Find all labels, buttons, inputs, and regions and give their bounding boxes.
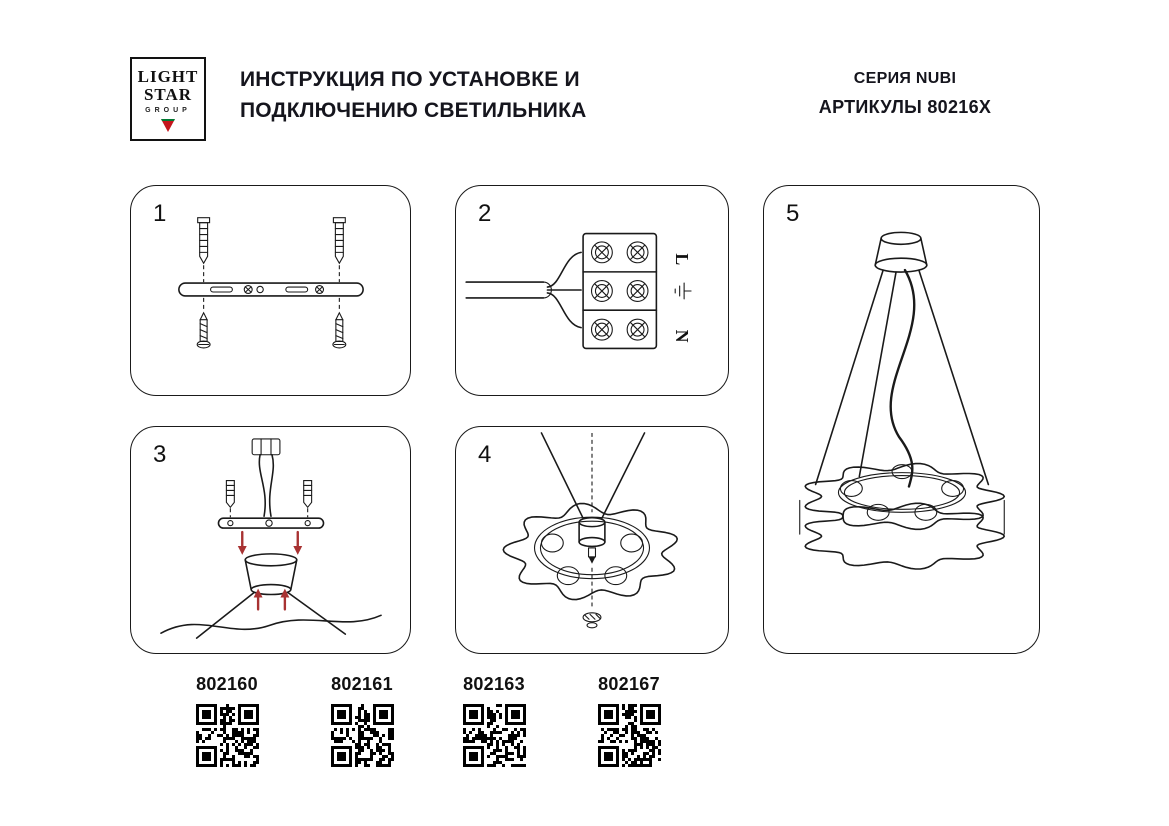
shade-contour-icon [160,614,382,634]
terminal-block-icon [582,232,658,350]
socket-hole-icon [556,566,580,586]
fixing-screw-icon [587,547,597,564]
socket-hole-icon [914,503,938,521]
qr-code [330,704,394,767]
suspension-cable-icon [918,269,990,486]
wall-anchor-icon [225,479,235,509]
assembly-arrow-down-icon [237,530,247,555]
step-4-panel: 4 [455,426,729,654]
shade-assembly-diagram [502,432,679,629]
screw-icon [196,311,211,349]
central-hub-icon [578,516,606,548]
qr-code [195,704,259,767]
logo-line3: GROUP [145,107,191,114]
suspension-cable-icon [858,271,897,478]
terminal-screw-icon [590,280,613,302]
terminal-screw-icon [590,318,613,341]
mounting-bar-icon [217,517,325,529]
assembly-arrow-up-icon [253,588,263,611]
step-3-number: 3 [153,441,167,468]
terminal-block-wiring-diagram: L N [465,232,692,350]
qr-code [462,704,526,767]
logo-line1: LIGHT [137,67,199,86]
screw-icon [332,311,347,349]
cloud-shade-top-outline-icon [804,462,1006,531]
socket-hole-icon [891,464,913,480]
power-cable-icon [889,268,916,488]
mounting-bar-and-anchors-diagram [178,217,364,349]
suspension-cable-icon [287,591,347,635]
socket-hole-icon [620,533,644,553]
terminal-screw-icon [626,280,649,302]
article-column: 802163 [448,674,540,772]
wall-anchor-icon [303,479,313,509]
wall-anchor-icon [332,217,346,265]
logo-line2: STAR [143,85,193,104]
suspension-cable-icon [540,432,584,519]
title-line2: ПОДКЛЮЧЕНИЮ СВЕТИЛЬНИКА [240,99,587,122]
assembled-pendant-diagram [799,231,1006,570]
inner-ring-icon [837,472,967,513]
page-title: ИНСТРУКЦИЯ ПО УСТАНОВКЕ И ПОДКЛЮЧЕНИЮ СВ… [240,64,587,126]
earth-ground-icon [674,282,692,300]
article-number: 802163 [463,674,525,694]
step-5-number: 5 [786,200,800,227]
article-column: 802161 [316,674,408,772]
canopy-cup-icon [244,553,298,596]
suspension-cable-icon [195,591,255,639]
article-column: 802167 [583,674,675,772]
terminal-screw-icon [626,318,649,341]
step-2-number: 2 [478,200,492,227]
ceiling-cup-icon [874,231,928,273]
terminal-screw-icon [590,241,613,264]
qr-code [597,704,661,767]
article-number: 802160 [196,674,258,694]
socket-hole-icon [540,533,564,553]
mounting-bar-icon [178,282,364,297]
terminal-screw-icon [626,241,649,264]
wall-anchor-icon [197,217,211,265]
series-name: СЕРИЯ NUBI [853,70,957,87]
assembly-arrow-down-icon [293,530,303,555]
inner-ring-icon [843,475,961,510]
socket-hole-icon [604,566,628,586]
step-1-panel: 1 [130,185,411,396]
neutral-terminal-label: N [672,330,692,343]
step-1-number: 1 [153,200,167,227]
article-column: 802160 [181,674,273,772]
cloud-shade-bottom-outline-icon [804,502,1006,570]
step-3-panel: 3 [130,426,411,654]
step-5-panel: 5 [763,185,1040,654]
lightstar-logo: LIGHT STAR GROUP [130,57,206,141]
step-2-panel: 2 [455,185,729,396]
socket-hole-icon [839,480,863,497]
line-terminal-label: L [672,253,692,265]
socket-hole-icon [866,503,890,521]
finial-icon [582,612,602,629]
supply-cable-icon [465,251,582,329]
suspension-cable-icon [601,432,646,519]
step-4-number: 4 [478,441,492,468]
article-number: 802161 [331,674,393,694]
canopy-mounting-diagram [160,438,382,639]
articles-heading: АРТИКУЛЫ 80216X [818,97,992,117]
assembly-arrow-up-icon [280,588,290,611]
socket-hole-icon [941,480,965,497]
logo-ribbon-icon [161,119,175,132]
wire-connector-icon [251,438,281,518]
series-block: СЕРИЯ NUBI АРТИКУЛЫ 80216X [775,70,1035,118]
cloud-shade-outline-icon [502,502,679,601]
suspension-cable-icon [814,269,884,486]
title-line1: ИНСТРУКЦИЯ ПО УСТАНОВКЕ И [240,68,580,91]
article-number: 802167 [598,674,660,694]
